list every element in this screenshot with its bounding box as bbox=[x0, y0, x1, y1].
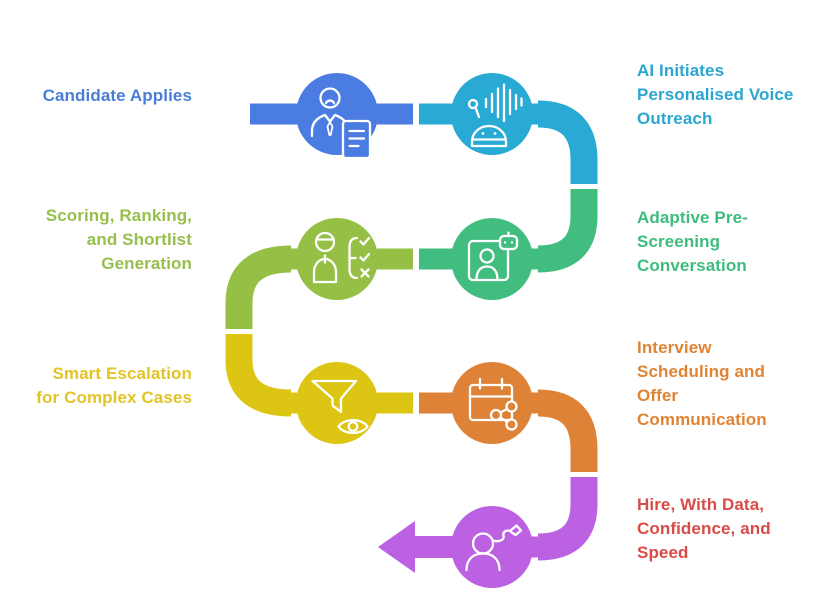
robot-voice-wave-icon bbox=[467, 83, 523, 148]
person-checklist-icon bbox=[312, 231, 371, 284]
step-label-candidate-applies: Candidate Applies bbox=[42, 86, 192, 105]
flow-elbow-step5 bbox=[225, 334, 292, 417]
step-label-prescreening: Adaptive Pre- Screening Conversation bbox=[637, 208, 748, 275]
step-circle-scheduling bbox=[451, 362, 533, 444]
flow-elbow-step4 bbox=[225, 245, 292, 329]
step-label-scheduling: Interview Scheduling and Offer Communica… bbox=[637, 338, 767, 429]
step-circle-escalation bbox=[296, 362, 378, 444]
flow-elbow-step7 bbox=[537, 477, 598, 561]
step-label-scoring: Scoring, Ranking, and Shortlist Generati… bbox=[45, 206, 192, 273]
id-card-robot-icon bbox=[467, 231, 519, 282]
step-circle-voice-outreach bbox=[451, 73, 533, 155]
calendar-share-icon bbox=[468, 377, 518, 431]
flow-elbow-step3 bbox=[537, 189, 598, 273]
candidate-profile-document-icon bbox=[310, 87, 372, 160]
flow-elbow-step6 bbox=[537, 389, 598, 472]
flow-elbow-step2 bbox=[537, 100, 598, 184]
step-label-escalation: Smart Escalation for Complex Cases bbox=[36, 364, 192, 407]
person-route-icon bbox=[465, 524, 523, 572]
funnel-eye-icon bbox=[311, 379, 369, 435]
flow-end-arrow bbox=[378, 521, 456, 573]
step-label-voice-outreach: AI Initiates Personalised Voice Outreach bbox=[637, 61, 794, 128]
step-label-hire: Hire, With Data, Confidence, and Speed bbox=[637, 495, 771, 562]
